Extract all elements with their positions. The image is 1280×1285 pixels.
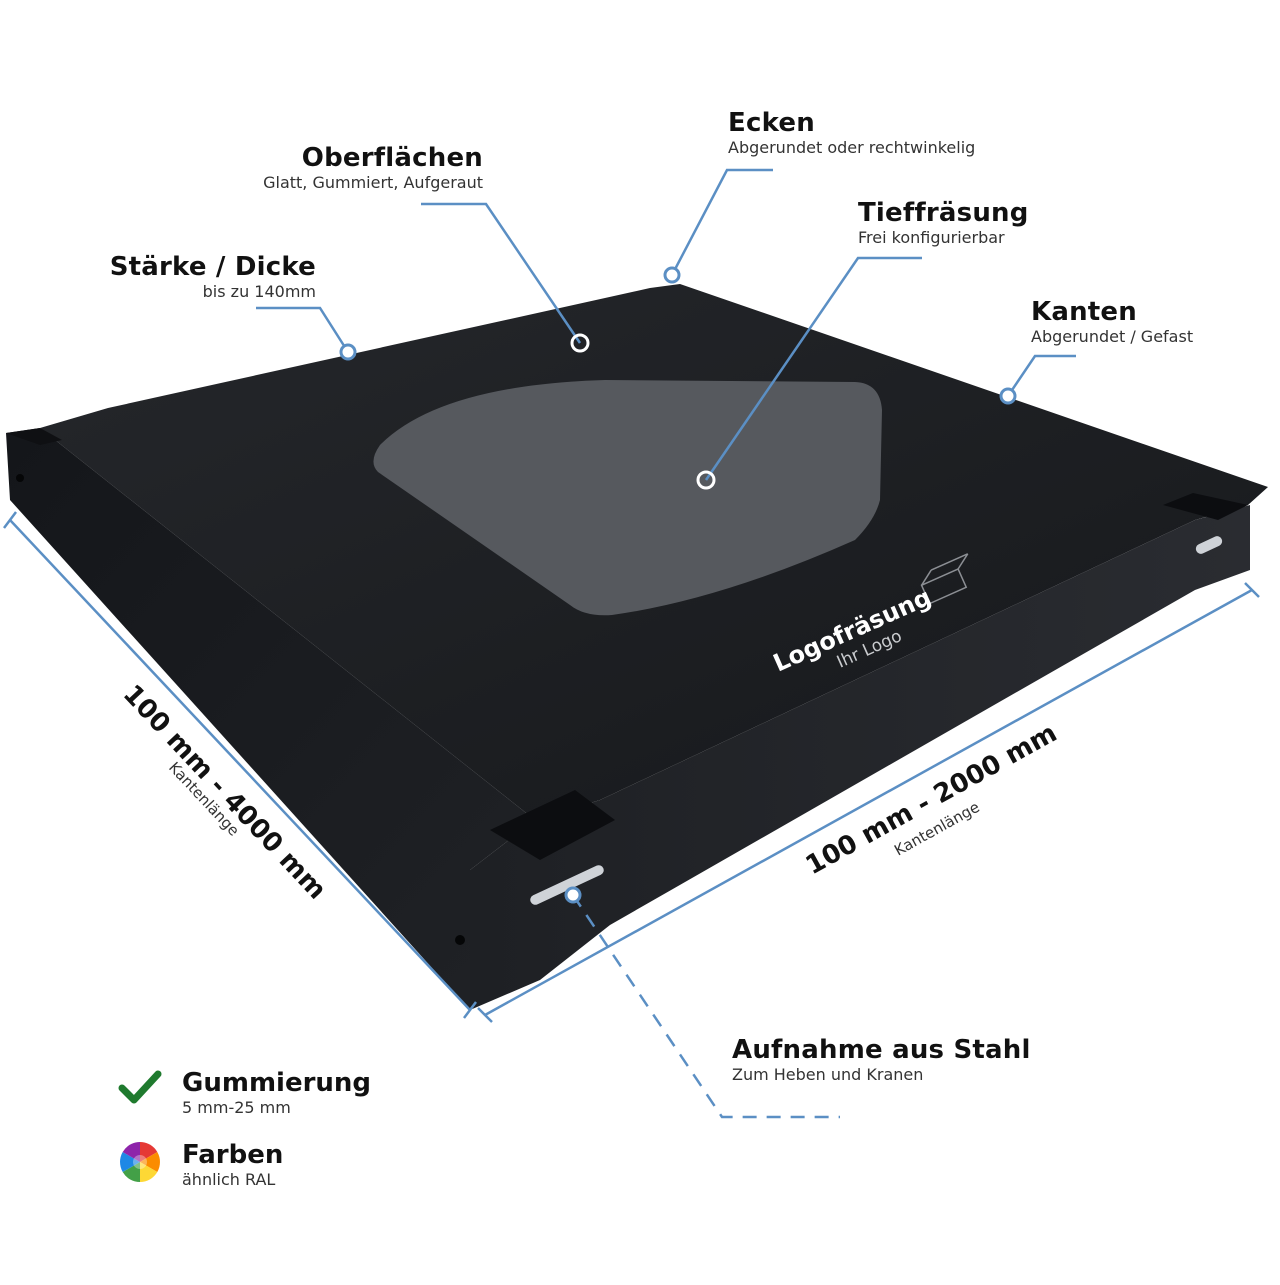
dim-tick — [3, 511, 17, 529]
dim-tick — [1244, 582, 1260, 598]
callout-title: Kanten — [1031, 297, 1137, 327]
legend-farben: Farben ähnlich RAL — [118, 1140, 283, 1190]
steel-pin-right — [1195, 536, 1223, 554]
dimension-line-left — [9, 519, 471, 1011]
callout-subtitle: bis zu 140mm — [202, 282, 316, 301]
dot-aufnahme — [564, 886, 582, 904]
legend-title: Gummierung — [182, 1068, 372, 1098]
corner-notch-right — [1163, 493, 1248, 520]
legend-text: Gummierung 5 mm-25 mm — [182, 1068, 371, 1118]
checkmark-icon — [118, 1070, 162, 1104]
legend-subtitle: 5 mm-25 mm — [182, 1098, 291, 1117]
leader-staerke — [256, 306, 350, 353]
callout-subtitle: Abgerundet / Gefast — [1031, 327, 1194, 346]
dim-tick — [463, 1001, 477, 1019]
callout-ecken: Ecken Abgerundet oder rechtwinkelig — [728, 108, 975, 158]
callout-title: Ecken — [728, 108, 815, 138]
callout-staerke: Stärke / Dicke bis zu 140mm — [100, 252, 316, 302]
callout-title: Oberflächen — [301, 143, 483, 173]
color-wheel-icon — [120, 1142, 160, 1182]
dot-ecken — [663, 266, 681, 284]
leader-kanten — [1006, 354, 1076, 397]
legend-gummierung: Gummierung 5 mm-25 mm — [118, 1068, 371, 1118]
callout-aufnahme: Aufnahme aus Stahl Zum Heben und Kranen — [732, 1035, 1031, 1085]
callout-title: Tieffräsung — [858, 198, 1029, 228]
callout-kanten: Kanten Abgerundet / Gefast — [1031, 297, 1193, 347]
dim-tick — [477, 1007, 493, 1023]
callout-tieffraesung: Tieffräsung Frei konfigurierbar — [858, 198, 1029, 248]
steel-pin-front — [530, 865, 604, 905]
callout-oberflaechen: Oberflächen Glatt, Gummiert, Aufgeraut — [230, 143, 483, 193]
callout-subtitle: Glatt, Gummiert, Aufgeraut — [263, 173, 483, 192]
corner-notch-left — [6, 428, 62, 445]
plate-front-side — [470, 505, 1250, 1010]
side-hole-left — [16, 474, 24, 482]
callout-subtitle: Abgerundet oder rechtwinkelig — [728, 138, 976, 157]
leader-tieffraesung — [704, 256, 922, 481]
dot-kanten — [999, 387, 1017, 405]
deep-milling-recess — [373, 380, 882, 616]
dot-tieffraesung — [696, 470, 716, 490]
leader-oberflaechen — [421, 202, 582, 344]
engraving-logo — [920, 553, 969, 605]
legend-title: Farben — [182, 1140, 284, 1170]
dimension-line-right — [484, 588, 1253, 1017]
callout-title: Aufnahme aus Stahl — [732, 1035, 1031, 1065]
callout-dots — [339, 266, 1017, 904]
callout-subtitle: Frei konfigurierbar — [858, 228, 1005, 247]
leader-aufnahme — [571, 894, 840, 1119]
dot-oberflaechen — [570, 333, 590, 353]
corner-notch-front — [490, 790, 615, 860]
dimension-ticks — [3, 511, 1260, 1023]
legend-text: Farben ähnlich RAL — [182, 1140, 283, 1190]
legend-subtitle: ähnlich RAL — [182, 1170, 276, 1189]
side-hole-front — [455, 935, 465, 945]
dot-staerke — [339, 343, 357, 361]
callout-subtitle: Zum Heben und Kranen — [732, 1065, 924, 1084]
leader-lines — [9, 168, 1253, 1119]
leader-ecken — [670, 168, 773, 276]
callout-rings — [570, 333, 716, 490]
callout-title: Stärke / Dicke — [109, 252, 316, 282]
plate-left-side — [6, 428, 535, 1010]
